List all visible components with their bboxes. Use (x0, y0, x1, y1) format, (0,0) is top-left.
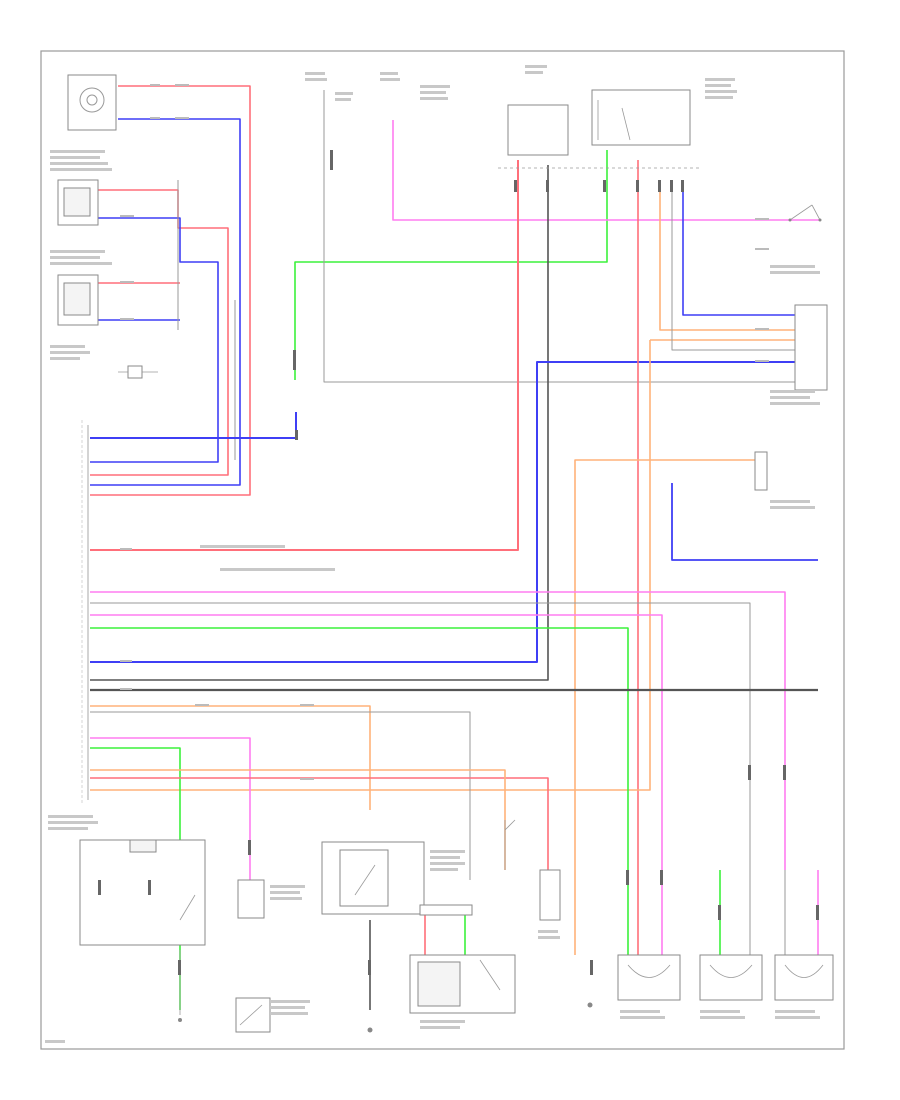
wire-gray-frame (323, 90, 827, 383)
wire-gray-2 (90, 602, 751, 870)
pressure-switch (235, 879, 271, 1033)
wire-red-rf (90, 189, 229, 476)
wire-blue-rl (671, 483, 818, 561)
ground-center (367, 1027, 373, 1033)
wire-dark-long (90, 165, 549, 681)
wire-red-3 (90, 777, 549, 900)
wire-pink-2 (90, 614, 663, 955)
wire-gray-1 (177, 180, 236, 460)
wire-green-top (294, 150, 608, 380)
wire-pink-1 (90, 591, 786, 870)
wire-red-long (90, 160, 519, 551)
connector-right-2 (754, 451, 768, 491)
wire-gray-right (671, 180, 820, 351)
speed-sensor-top (67, 74, 117, 131)
wire-blue-long (90, 361, 820, 663)
wire-orange-long (90, 340, 651, 791)
wheel-sensor-1 (617, 954, 681, 1001)
illegible-labels (45, 65, 820, 1043)
wire-blue-mid (90, 412, 297, 439)
wire-orange-2 (574, 459, 755, 955)
wheel-sensor-3 (774, 954, 834, 1001)
sensor-left-front (57, 274, 99, 326)
connector-right-1 (794, 304, 828, 391)
hydraulic-unit (409, 904, 516, 1014)
wire-pink-3 (90, 737, 251, 890)
connector-marks (98, 150, 819, 975)
wire-red-top (90, 85, 251, 496)
wire-green-1 (90, 627, 629, 955)
connector-left (118, 365, 158, 379)
switch-right-1 (788, 204, 822, 222)
components (57, 74, 834, 1033)
ecu-module (81, 420, 89, 805)
brake-switch (321, 841, 425, 915)
switch-top (498, 89, 700, 169)
wire-orange-3 (90, 705, 371, 810)
switch-center-right (504, 819, 593, 1008)
label-ticks (120, 84, 769, 780)
wire-blue-rf (90, 217, 219, 463)
wheel-sensor-2 (699, 954, 763, 1001)
wire-pink-top (392, 120, 820, 221)
sensor-right-front (57, 179, 99, 226)
wire-blue-right (682, 180, 820, 316)
wires (90, 85, 827, 1010)
diagram-border (40, 50, 845, 1050)
wire-gray-lr (749, 870, 786, 960)
wire-gray-3 (90, 711, 471, 880)
